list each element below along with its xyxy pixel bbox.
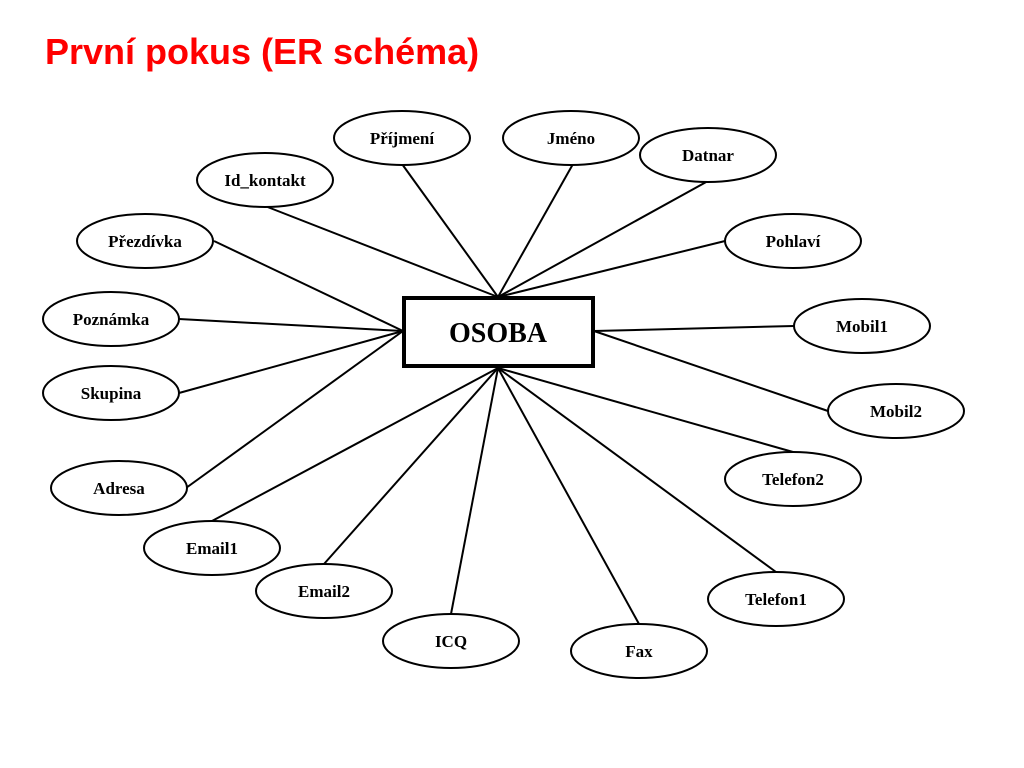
connector-prijmeni [401,163,499,298]
attribute-label: ICQ [435,632,467,651]
connector-lines [178,163,829,625]
connector-poznamka [178,318,404,332]
attribute-datnar: Datnar [639,127,777,183]
connector-prezdivka [213,240,404,332]
connector-email1 [211,367,499,522]
slide-title: První pokus (ER schéma) [45,31,480,72]
attribute-ellipse [382,613,520,669]
attribute-mobil1: Mobil1 [793,298,931,354]
attribute-email2: Email2 [255,563,393,619]
attribute-label: Email2 [298,582,350,601]
connector-pohlavi [497,240,726,298]
attribute-ellipse [42,291,180,347]
attribute-ellipse [333,110,471,166]
connector-telefon2 [497,367,794,453]
attribute-ellipse [50,460,188,516]
attribute-fax: Fax [570,623,708,679]
attribute-ellipse [196,152,334,208]
attribute-label: Fax [625,642,653,661]
attribute-ellipse [827,383,965,439]
connector-telefon1 [497,367,777,573]
attribute-icq: ICQ [382,613,520,669]
attribute-prijmeni: Příjmení [333,110,471,166]
attribute-telefon1: Telefon1 [707,571,845,627]
attribute-label: Přezdívka [108,232,182,251]
attribute-id-kontakt: Id_kontakt [196,152,334,208]
connector-mobil2 [593,330,829,412]
attribute-label: Email1 [186,539,238,558]
attribute-pohlavi: Pohlaví [724,213,862,269]
attribute-ellipse [570,623,708,679]
attribute-prezdivka: Přezdívka [76,213,214,269]
attribute-label: Pohlaví [766,232,821,251]
entity-node: OSOBA [402,296,595,368]
attribute-ellipse [724,451,862,507]
attribute-mobil2: Mobil2 [827,383,965,439]
connector-mobil1 [593,325,795,332]
attribute-jmeno: Jméno [502,110,640,166]
attribute-telefon2: Telefon2 [724,451,862,507]
connector-icq [450,367,499,615]
attribute-ellipse [42,365,180,421]
attribute-ellipse [724,213,862,269]
connector-datnar [497,180,709,298]
entity-box [402,296,595,368]
connector-adresa [185,330,404,489]
connector-skupina [178,330,404,394]
attribute-ellipse [793,298,931,354]
attribute-label: Datnar [682,146,734,165]
attribute-adresa: Adresa [50,460,188,516]
attribute-label: Mobil2 [870,402,922,421]
attribute-ellipse [639,127,777,183]
attribute-label: Jméno [547,129,595,148]
connector-jmeno [497,163,574,298]
attribute-skupina: Skupina [42,365,180,421]
attribute-poznamka: Poznámka [42,291,180,347]
attribute-ellipse [76,213,214,269]
attribute-label: Adresa [93,479,145,498]
attribute-ellipse [143,520,281,576]
connector-email2 [323,367,499,565]
attribute-label: Skupina [81,384,142,403]
attribute-label: Telefon2 [762,470,824,489]
attribute-label: Id_kontakt [224,171,306,190]
attribute-ellipse [255,563,393,619]
attribute-ellipse [707,571,845,627]
attribute-label: Mobil1 [836,317,888,336]
attribute-ellipse [502,110,640,166]
attribute-email1: Email1 [143,520,281,576]
entity-label: OSOBA [449,318,548,349]
attribute-label: Příjmení [370,129,434,148]
attribute-label: Telefon1 [745,590,807,609]
connector-id-kontakt [264,205,499,298]
connector-fax [497,367,640,625]
attribute-label: Poznámka [73,310,150,329]
